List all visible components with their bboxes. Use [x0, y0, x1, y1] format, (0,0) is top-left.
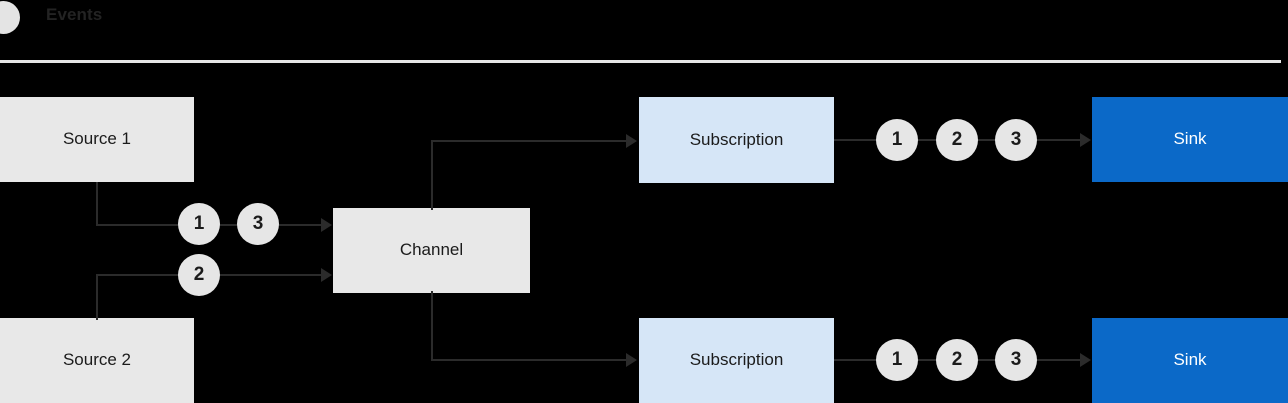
- node-sink-bottom-label: Sink: [1173, 350, 1207, 370]
- legend-label: Events: [46, 5, 103, 24]
- arrowhead-subscription-bottom-to-sink: [1080, 353, 1091, 367]
- node-source-1-label: Source 1: [62, 129, 132, 149]
- connector-channel-up-horizontal: [431, 140, 627, 142]
- event-circle-sink-bottom-3[interactable]: 3: [995, 339, 1037, 381]
- node-source-2-label: Source 2: [62, 350, 132, 370]
- event-circle-label: 2: [951, 129, 963, 150]
- event-circle-source1-1[interactable]: 1: [178, 203, 220, 245]
- node-subscription-top-label: Subscription: [689, 129, 784, 149]
- connector-channel-down-vertical: [431, 291, 433, 361]
- event-circle-label: 1: [193, 213, 205, 234]
- arrowhead-channel-to-subscription-top: [626, 134, 637, 148]
- event-circle-icon: [0, 1, 20, 34]
- connector-channel-up-vertical: [431, 140, 433, 210]
- connector-source1-vertical: [96, 182, 98, 226]
- event-circle-label: 3: [1010, 129, 1022, 150]
- header-divider: [0, 60, 1281, 63]
- event-circle-label: 3: [252, 213, 264, 234]
- node-source-1[interactable]: Source 1: [0, 97, 194, 182]
- event-circle-label: 2: [193, 264, 205, 285]
- connector-source2-vertical: [96, 274, 98, 320]
- event-circle-sink-bottom-1[interactable]: 1: [876, 339, 918, 381]
- event-circle-source2-2[interactable]: 2: [178, 254, 220, 296]
- event-circle-sink-top-2[interactable]: 2: [936, 119, 978, 161]
- node-sink-bottom[interactable]: Sink: [1092, 318, 1288, 403]
- event-circle-label: 1: [891, 349, 903, 370]
- node-channel-label: Channel: [399, 240, 464, 260]
- event-circle-label: 2: [951, 349, 963, 370]
- arrowhead-channel-to-subscription-bottom: [626, 353, 637, 367]
- node-subscription-bottom-label: Subscription: [689, 350, 784, 370]
- node-subscription-top[interactable]: Subscription: [639, 97, 834, 183]
- event-circle-sink-top-1[interactable]: 1: [876, 119, 918, 161]
- event-circle-label: 1: [891, 129, 903, 150]
- arrowhead-subscription-top-to-sink: [1080, 133, 1091, 147]
- node-channel[interactable]: Channel: [333, 208, 530, 293]
- event-circle-label: 3: [1010, 349, 1022, 370]
- node-source-2[interactable]: Source 2: [0, 318, 194, 403]
- legend-bar: Events: [0, 0, 1288, 61]
- event-circle-sink-top-3[interactable]: 3: [995, 119, 1037, 161]
- node-sink-top[interactable]: Sink: [1092, 97, 1288, 182]
- arrowhead-source2-to-channel: [321, 268, 332, 282]
- connector-channel-down-horizontal: [431, 359, 627, 361]
- event-circle-source1-3[interactable]: 3: [237, 203, 279, 245]
- node-subscription-bottom[interactable]: Subscription: [639, 318, 834, 403]
- arrowhead-source1-to-channel: [321, 218, 332, 232]
- event-circle-sink-bottom-2[interactable]: 2: [936, 339, 978, 381]
- node-sink-top-label: Sink: [1173, 129, 1207, 149]
